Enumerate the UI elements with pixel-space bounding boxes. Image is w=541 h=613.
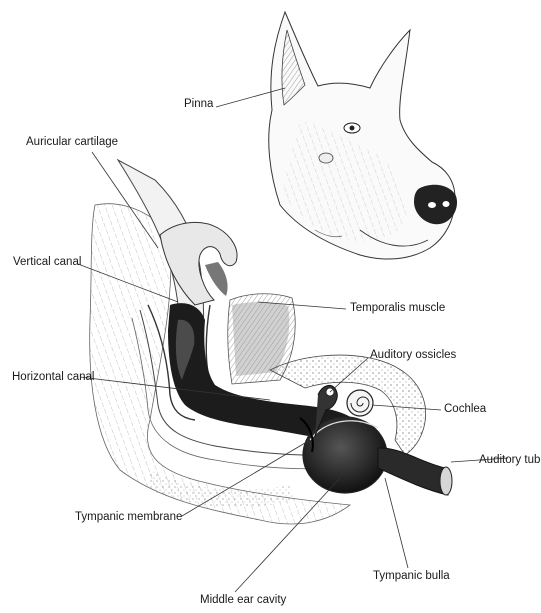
label-middle-ear-cavity: Middle ear cavity bbox=[200, 595, 286, 607]
label-temporalis-muscle: Temporalis muscle bbox=[350, 303, 445, 315]
dog-head-illustration bbox=[269, 12, 457, 259]
leader-tympanic-bulla bbox=[385, 478, 408, 568]
label-cochlea: Cochlea bbox=[444, 404, 486, 416]
label-pinna: Pinna bbox=[184, 99, 213, 111]
label-auricular-cartilage: Auricular cartilage bbox=[26, 137, 118, 149]
label-auditory-ossicles: Auditory ossicles bbox=[370, 350, 456, 362]
label-tympanic-membrane: Tympanic membrane bbox=[75, 512, 182, 524]
label-tympanic-bulla: Tympanic bulla bbox=[373, 571, 450, 583]
label-auditory-tube: Auditory tub bbox=[479, 455, 540, 467]
label-horizontal-canal: Horizontal canal bbox=[12, 372, 94, 384]
label-vertical-canal: Vertical canal bbox=[13, 257, 81, 269]
